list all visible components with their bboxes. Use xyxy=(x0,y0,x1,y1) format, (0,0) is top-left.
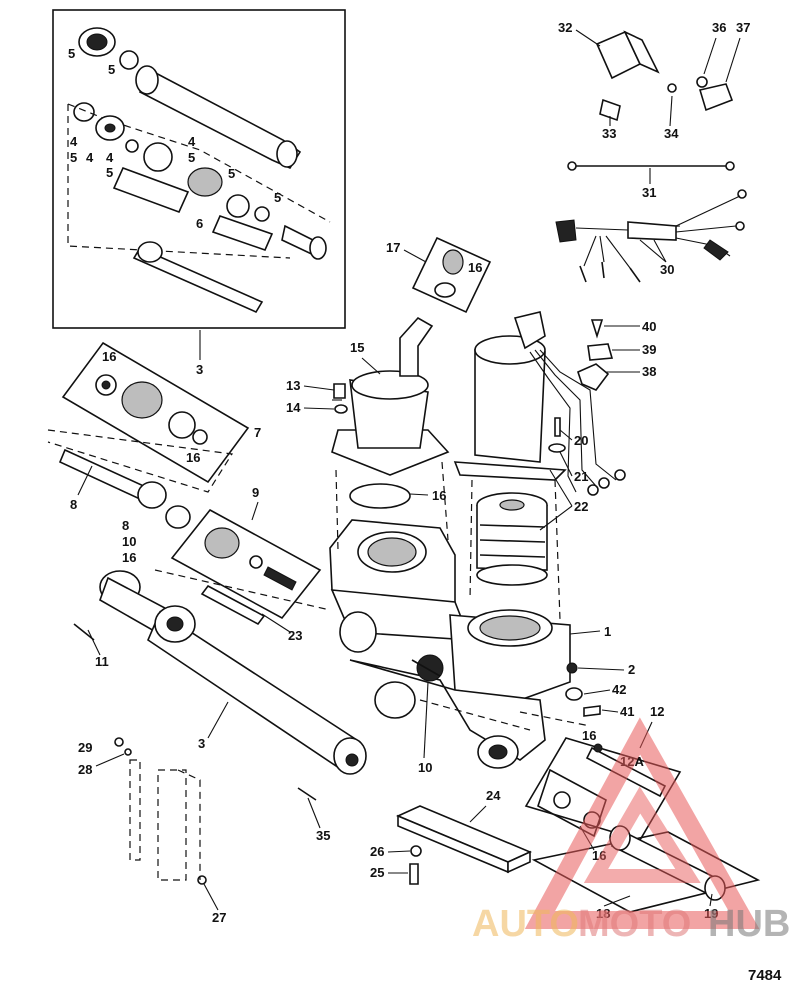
callout-3: 3 xyxy=(198,736,205,751)
mounting-bracket xyxy=(395,805,533,874)
trim-cylinder xyxy=(73,570,367,801)
callout-39: 39 xyxy=(642,342,656,357)
callout-33: 33 xyxy=(602,126,616,141)
callout-16: 16 xyxy=(468,260,482,275)
callout-25: 25 xyxy=(370,865,384,880)
callout-4: 4 xyxy=(188,134,196,149)
callout-21: 21 xyxy=(574,469,588,484)
callout-42: 42 xyxy=(612,682,626,697)
wire-harness xyxy=(555,189,747,283)
callout-2: 2 xyxy=(628,662,635,677)
valve-kit-box xyxy=(170,508,322,626)
callout-30: 30 xyxy=(660,262,674,277)
reservoir xyxy=(331,316,450,476)
callout-5: 5 xyxy=(68,46,75,61)
callout-38: 38 xyxy=(642,364,656,379)
callout-14: 14 xyxy=(286,400,301,415)
callout-16: 16 xyxy=(102,349,116,364)
callout-16: 16 xyxy=(432,488,446,503)
callout-9: 9 xyxy=(252,485,259,500)
callout-16: 16 xyxy=(582,728,596,743)
callout-5: 5 xyxy=(106,165,113,180)
oil-pump xyxy=(476,492,548,586)
callout-15: 15 xyxy=(350,340,364,355)
callout-37: 37 xyxy=(736,20,750,35)
watermark-text-auto: AUTO xyxy=(472,903,579,945)
callout-31: 31 xyxy=(642,185,656,200)
callout-24: 24 xyxy=(486,788,501,803)
callout-12: 12 xyxy=(650,704,664,719)
watermark-text-hub: HUB xyxy=(708,903,790,945)
pump-motor xyxy=(453,311,626,496)
figure-number: 7484 xyxy=(748,967,782,984)
callout-7: 7 xyxy=(254,425,261,440)
callout-16: 16 xyxy=(122,550,136,565)
callout-28: 28 xyxy=(78,762,92,777)
hardware-parts xyxy=(577,319,614,391)
callout-4: 4 xyxy=(106,150,114,165)
callout-13: 13 xyxy=(286,378,300,393)
callout-32: 32 xyxy=(558,20,572,35)
callout-20: 20 xyxy=(574,433,588,448)
callout-29: 29 xyxy=(78,740,92,755)
callout-5: 5 xyxy=(274,190,281,205)
callout-6: 6 xyxy=(196,216,203,231)
fasteners xyxy=(114,383,601,885)
pump-base xyxy=(329,519,571,769)
callout-22: 22 xyxy=(574,499,588,514)
outboard-bracket xyxy=(129,759,201,881)
callout-10: 10 xyxy=(418,760,432,775)
callout-23: 23 xyxy=(288,628,302,643)
callout-5: 5 xyxy=(108,62,115,77)
callout-27: 27 xyxy=(212,910,226,925)
callout-5: 5 xyxy=(70,150,77,165)
watermark-text-moto: MOTO xyxy=(578,903,691,945)
inset-cylinder-kit xyxy=(52,9,346,329)
callout-4: 4 xyxy=(70,134,78,149)
callout-34: 34 xyxy=(664,126,679,141)
callout-36: 36 xyxy=(712,20,726,35)
callout-1: 1 xyxy=(604,624,611,639)
watermark-logo: AUTO MOTO HUB xyxy=(472,717,790,945)
callout-8: 8 xyxy=(122,518,129,533)
seal-kit-box xyxy=(47,341,250,493)
callout-41: 41 xyxy=(620,704,634,719)
callout-10: 10 xyxy=(122,534,136,549)
callout-40: 40 xyxy=(642,319,656,334)
callout-4: 4 xyxy=(86,150,94,165)
watermark-triangle-icon xyxy=(524,717,760,929)
callout-16: 16 xyxy=(186,450,200,465)
callout-3: 3 xyxy=(196,362,203,377)
callout-5: 5 xyxy=(188,150,195,165)
callout-5: 5 xyxy=(228,166,235,181)
piston-rod xyxy=(58,448,191,529)
callout-11: 11 xyxy=(95,654,109,669)
callout-8: 8 xyxy=(70,497,77,512)
callout-35: 35 xyxy=(316,828,330,843)
reservoir-cap-box xyxy=(411,236,492,314)
callout-26: 26 xyxy=(370,844,384,859)
wire-lead xyxy=(567,161,735,171)
callout-17: 17 xyxy=(386,240,400,255)
solenoid xyxy=(595,30,734,122)
